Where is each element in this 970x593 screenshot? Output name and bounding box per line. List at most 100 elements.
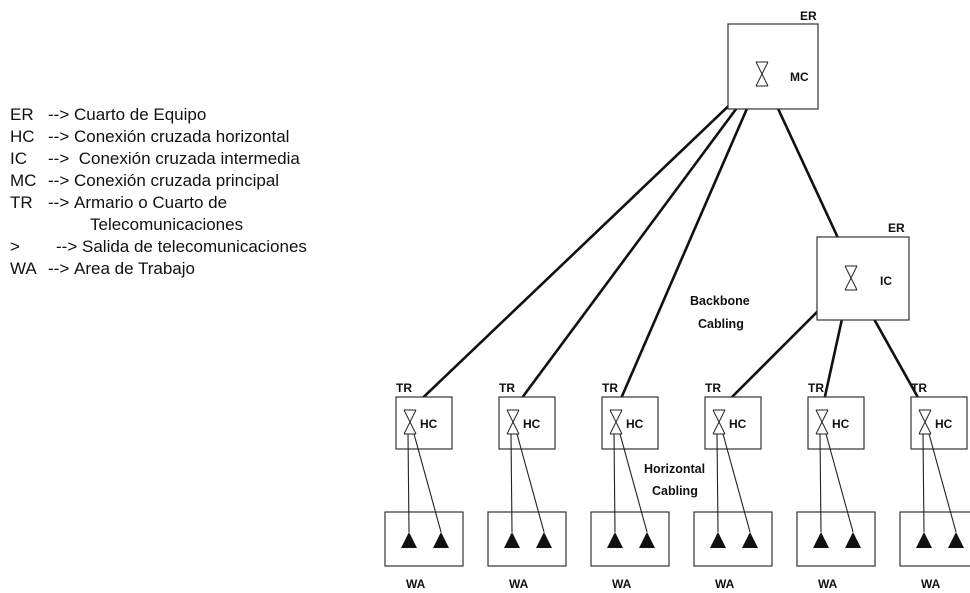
backbone-label-line2: Cabling bbox=[698, 317, 744, 331]
telecom-closet-box bbox=[704, 396, 762, 450]
legend-arrow: --> bbox=[48, 105, 70, 124]
main-cross-connect-icon bbox=[755, 61, 769, 87]
legend-desc: Area de Trabajo bbox=[74, 259, 195, 278]
legend-row-tr: TR --> Armario o Cuarto de bbox=[10, 192, 370, 214]
closet-1: TR HC WA bbox=[384, 381, 464, 591]
horizontal-cable bbox=[922, 433, 925, 533]
intermediate-room-label: ER bbox=[888, 221, 905, 235]
horizontal-cable bbox=[928, 433, 957, 533]
telecom-closet-box bbox=[395, 396, 453, 450]
horizontal-cross-connect-icon bbox=[918, 409, 932, 435]
work-area-label: WA bbox=[921, 577, 941, 591]
work-area-label: WA bbox=[818, 577, 838, 591]
horizontal-cross-connect-icon bbox=[506, 409, 520, 435]
legend-arrow: --> bbox=[48, 259, 70, 278]
horizontal-cross-connect-label: HC bbox=[523, 417, 541, 431]
horizontal-cross-connect-label: HC bbox=[420, 417, 438, 431]
legend-row-er: ER --> Cuarto de Equipo bbox=[10, 104, 370, 126]
telecom-outlet-icon bbox=[504, 532, 520, 548]
closet-room-label: TR bbox=[705, 381, 721, 395]
legend-desc: Conexión cruzada principal bbox=[74, 171, 280, 190]
legend-row-wa: WA --> Area de Trabajo bbox=[10, 258, 370, 280]
legend-abbr: TR bbox=[10, 193, 33, 212]
legend-row-tr-cont: Telecomunicaciones bbox=[10, 214, 370, 236]
diagram-nodes: ER MC ER IC Backbone Cabling Horizontal … bbox=[644, 9, 910, 498]
work-area-label: WA bbox=[509, 577, 529, 591]
telecom-outlet-icon bbox=[639, 532, 655, 548]
legend-desc: Conexión cruzada horizontal bbox=[74, 127, 290, 146]
legend-row-ic: IC --> Conexión cruzada intermedia bbox=[10, 148, 370, 170]
telecom-closet-box bbox=[498, 396, 556, 450]
horizontal-label-line1: Horizontal bbox=[644, 462, 705, 476]
horizontal-cable bbox=[510, 433, 513, 533]
horizontal-cross-connect-label: HC bbox=[729, 417, 747, 431]
legend-arrow: --> bbox=[48, 127, 70, 146]
legend-abbr: WA bbox=[10, 259, 37, 278]
work-area-label: WA bbox=[406, 577, 426, 591]
telecom-outlet-icon bbox=[845, 532, 861, 548]
legend-abbr: MC bbox=[10, 171, 37, 190]
telecom-outlet-icon bbox=[916, 532, 932, 548]
telecom-outlet-icon bbox=[607, 532, 623, 548]
horizontal-label-line2: Cabling bbox=[652, 484, 698, 498]
main-cross-connect-label: MC bbox=[790, 70, 809, 84]
legend-arrow: --> bbox=[48, 171, 70, 190]
work-area-box bbox=[693, 511, 773, 567]
telecom-outlet-icon bbox=[433, 532, 449, 548]
work-area-label: WA bbox=[612, 577, 632, 591]
legend-desc: Conexión cruzada intermedia bbox=[74, 149, 300, 168]
closet-room-label: TR bbox=[808, 381, 824, 395]
legend-abbr: IC bbox=[10, 149, 27, 168]
telecom-closets: TR HC WA TR HC WA TR HC WA TR HC WA TR HC WA TR HC WA bbox=[384, 381, 970, 591]
telecom-outlet-icon bbox=[536, 532, 552, 548]
legend-row-hc: HC --> Conexión cruzada horizontal bbox=[10, 126, 370, 148]
telecom-closet-box bbox=[807, 396, 865, 450]
telecom-outlet-icon bbox=[742, 532, 758, 548]
closet-room-label: TR bbox=[396, 381, 412, 395]
closet-4: TR HC WA bbox=[693, 381, 773, 591]
closet-room-label: TR bbox=[602, 381, 618, 395]
main-room-label: ER bbox=[800, 9, 817, 23]
closet-3: TR HC WA bbox=[590, 381, 670, 591]
horizontal-cable bbox=[619, 433, 648, 533]
closet-2: TR HC WA bbox=[487, 381, 567, 591]
horizontal-cable bbox=[819, 433, 822, 533]
legend-row-outlet: > --> Salida de telecomunicaciones bbox=[10, 236, 370, 258]
legend: ER --> Cuarto de Equipo HC --> Conexión … bbox=[10, 104, 370, 280]
backbone-label-line1: Backbone bbox=[690, 294, 750, 308]
work-area-box bbox=[487, 511, 567, 567]
legend-desc: Armario o Cuarto de bbox=[74, 193, 228, 212]
horizontal-cross-connect-label: HC bbox=[832, 417, 850, 431]
legend-abbr: ER bbox=[10, 105, 34, 124]
work-area-box bbox=[384, 511, 464, 567]
closet-room-label: TR bbox=[499, 381, 515, 395]
work-area-box bbox=[796, 511, 876, 567]
horizontal-cable bbox=[413, 433, 442, 533]
horizontal-cable bbox=[407, 433, 410, 533]
horizontal-cable bbox=[825, 433, 854, 533]
backbone-cable bbox=[409, 73, 763, 411]
horizontal-cross-connect-label: HC bbox=[626, 417, 644, 431]
horizontal-cross-connect-label: HC bbox=[935, 417, 953, 431]
legend-abbr: HC bbox=[10, 127, 35, 146]
intermediate-cross-connect-label: IC bbox=[880, 274, 892, 288]
legend-row-mc: MC --> Conexión cruzada principal bbox=[10, 170, 370, 192]
legend-desc-continued: Telecomunicaciones bbox=[90, 215, 244, 234]
horizontal-cable bbox=[516, 433, 545, 533]
legend-desc: Salida de telecomunicaciones bbox=[82, 237, 307, 256]
horizontal-cable bbox=[716, 433, 719, 533]
work-area-label: WA bbox=[715, 577, 735, 591]
intermediate-cross-connect-icon bbox=[844, 265, 858, 291]
backbone-cable bbox=[511, 73, 764, 411]
legend-desc: Cuarto de Equipo bbox=[74, 105, 207, 124]
horizontal-cable bbox=[722, 433, 751, 533]
closet-room-label: TR bbox=[911, 381, 927, 395]
legend-arrow: --> bbox=[56, 237, 78, 256]
legend-arrow: --> bbox=[48, 149, 70, 168]
legend-arrow: --> bbox=[48, 193, 70, 212]
legend-abbr: > bbox=[10, 237, 20, 256]
closet-6: TR HC WA bbox=[899, 381, 970, 591]
telecom-outlet-icon bbox=[813, 532, 829, 548]
telecom-closet-box bbox=[601, 396, 659, 450]
